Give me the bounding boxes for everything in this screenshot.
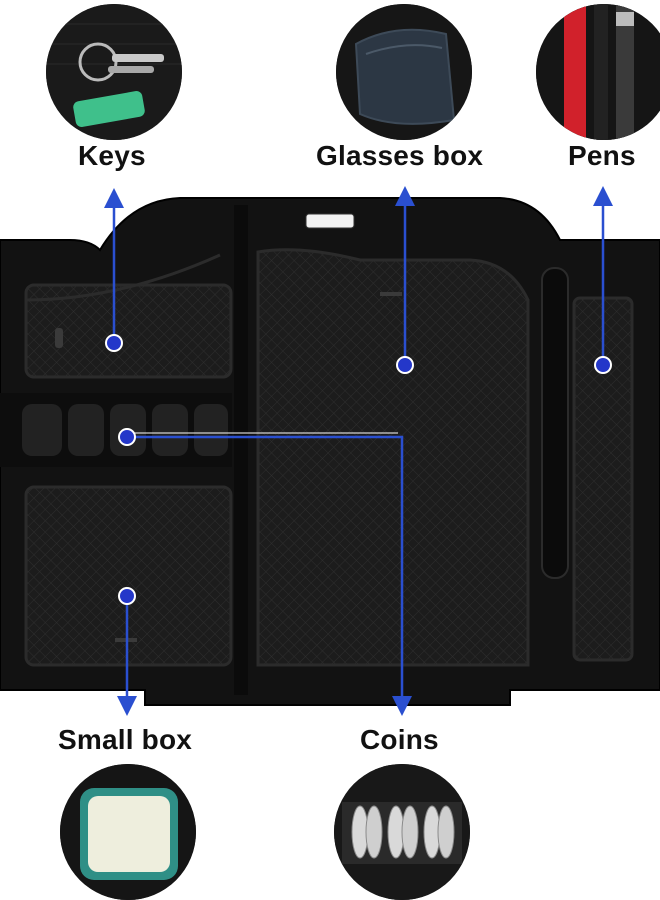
coins-photo-icon (334, 764, 470, 900)
glasses-compartment (256, 248, 530, 667)
keys-marker (105, 334, 123, 352)
label-small-box: Small box (58, 724, 193, 755)
tray-divider (234, 205, 248, 695)
pen-channel (541, 267, 569, 579)
tray-tab (305, 213, 355, 229)
small-box-compartment (24, 485, 233, 667)
label-pens: Pens (568, 140, 636, 171)
glasses-marker (396, 356, 414, 374)
callouts (104, 186, 613, 716)
label-coins: Coins (360, 724, 439, 755)
coins-callout-line (127, 435, 412, 716)
label-keys: Keys (78, 140, 146, 171)
organizer-tray (0, 197, 660, 706)
keys-compartment (24, 283, 233, 379)
glasses-case-photo-icon (336, 4, 472, 140)
label-glasses-box: Glasses box (316, 140, 484, 171)
pens-photo-icon (536, 4, 660, 140)
coins-marker (118, 428, 136, 446)
pens-marker (594, 356, 612, 374)
small-box-marker (118, 587, 136, 605)
small-box-photo-icon (60, 764, 196, 900)
keys-photo-icon (46, 4, 182, 140)
coin-slots (0, 393, 232, 467)
